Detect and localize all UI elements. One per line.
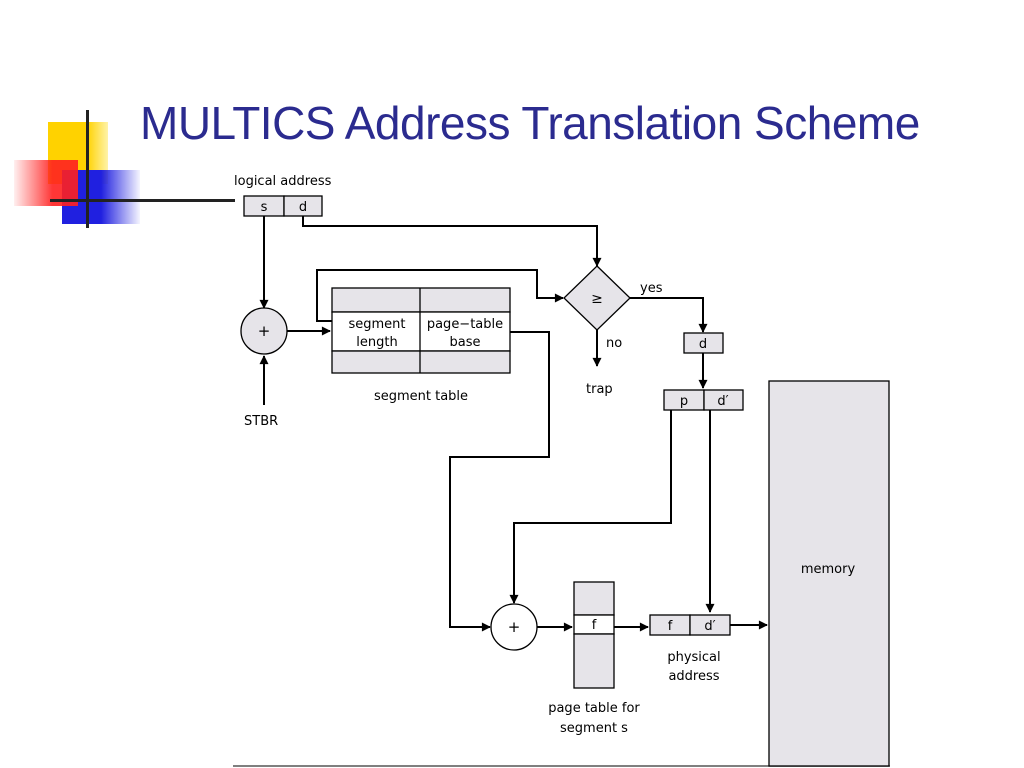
page-table-label-line2: segment s [560,721,628,736]
page-table-bottom [573,633,615,689]
memory-label: memory [801,562,856,577]
deco-vertical-line [86,110,89,228]
segment-adder-symbol: + [258,322,271,340]
page-table-label-line1: page table for [548,701,640,716]
memory-block [768,380,890,767]
trap-label: trap [586,382,613,397]
wire-yes-to-d [630,297,708,333]
page-table-f-text: f [592,618,597,633]
page-table-base-line1: page−table [427,317,503,332]
page-p-text: p [680,394,688,409]
physical-address-line1: physical [667,650,720,665]
page-dprime-cell [703,389,744,411]
segment-table-label: segment table [374,389,468,404]
segment-table-bottom-row [331,350,511,374]
deco-red-square [14,160,78,206]
segment-length-line1: segment [348,317,405,332]
page-table-top [573,581,615,616]
wire-base-to-adder [449,331,550,632]
page-dprime-text: d′ [717,394,728,409]
stbr-label: STBR [244,414,278,429]
deco-horizontal-line [50,199,235,202]
logical-address-label: logical address [234,174,332,189]
logical-d-text: d [299,200,307,215]
physical-f-text: f [668,619,673,634]
page-adder-symbol: + [508,618,521,636]
no-label: no [606,336,622,351]
slide-title: MULTICS Address Translation Scheme [140,97,920,149]
physical-address-line2: address [668,669,719,684]
segment-length-line2: length [356,335,397,350]
yes-label: yes [640,281,663,296]
wire-d-to-compare [302,216,602,267]
compare-symbol: ≥ [591,291,603,307]
wire-length-to-compare [316,269,564,322]
offset-d-text: d [699,337,707,352]
physical-dprime-text: d′ [704,619,715,634]
page-table-base-line2: base [450,335,481,350]
wire-p-to-adder [509,410,672,604]
logical-s-text: s [261,200,268,215]
segment-table-top-row [331,287,511,313]
